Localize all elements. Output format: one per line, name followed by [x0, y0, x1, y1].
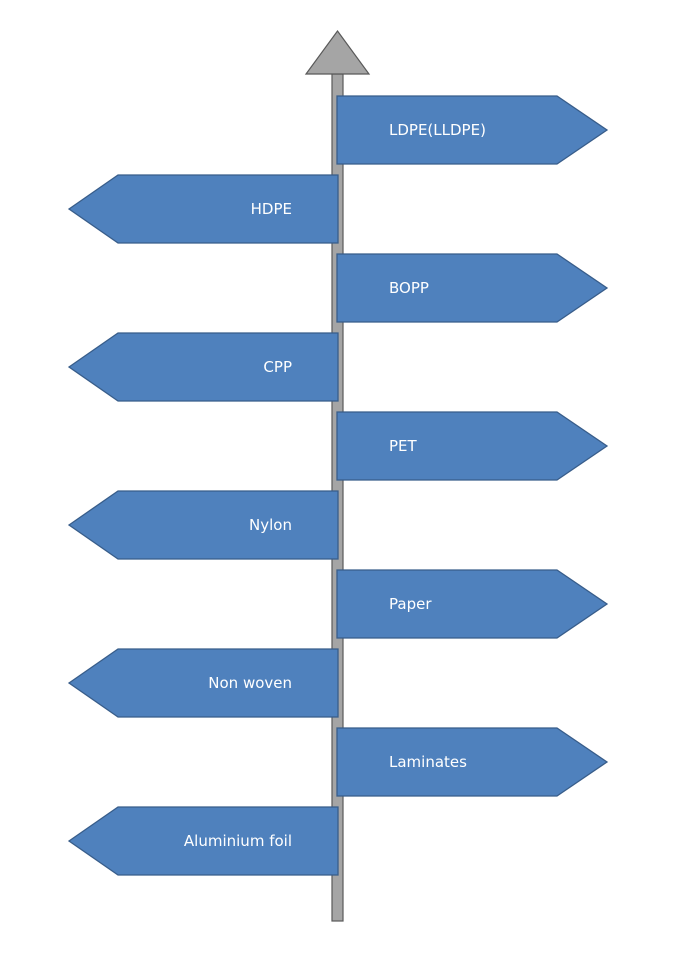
sign-label: Aluminium foil: [184, 832, 292, 850]
sign-arrow-shape: [336, 727, 609, 797]
sign-paper: Paper: [336, 569, 609, 639]
sign-label: PET: [389, 437, 418, 455]
sign-label: Non woven: [208, 674, 292, 692]
sign-arrow-shape: [67, 332, 339, 402]
sign-arrow-shape: [336, 569, 609, 639]
sign-arrow-shape: [67, 648, 339, 718]
sign-arrow-shape: [67, 806, 339, 876]
sign-arrow-shape: [67, 490, 339, 560]
sign-laminates: Laminates: [336, 727, 609, 797]
sign-label: CPP: [263, 358, 292, 376]
sign-label: HDPE: [251, 200, 292, 218]
pole-arrow-head: [304, 29, 371, 75]
sign-hdpe: HDPE: [67, 174, 339, 244]
sign-non-woven: Non woven: [67, 648, 339, 718]
sign-arrow-shape: [336, 95, 609, 165]
sign-arrow-shape: [336, 253, 609, 323]
sign-bopp: BOPP: [336, 253, 609, 323]
sign-label: Laminates: [389, 753, 467, 771]
sign-cpp: CPP: [67, 332, 339, 402]
sign-arrow-shape: [336, 411, 609, 481]
sign-label: Paper: [389, 595, 432, 613]
sign-pet: PET: [336, 411, 609, 481]
sign-arrow-shape: [67, 174, 339, 244]
sign-aluminium-foil: Aluminium foil: [67, 806, 339, 876]
sign-ldpe-lldpe: LDPE(LLDPE): [336, 95, 609, 165]
sign-nylon: Nylon: [67, 490, 339, 560]
sign-label: LDPE(LLDPE): [389, 121, 486, 139]
sign-label: BOPP: [389, 279, 429, 297]
sign-label: Nylon: [249, 516, 292, 534]
